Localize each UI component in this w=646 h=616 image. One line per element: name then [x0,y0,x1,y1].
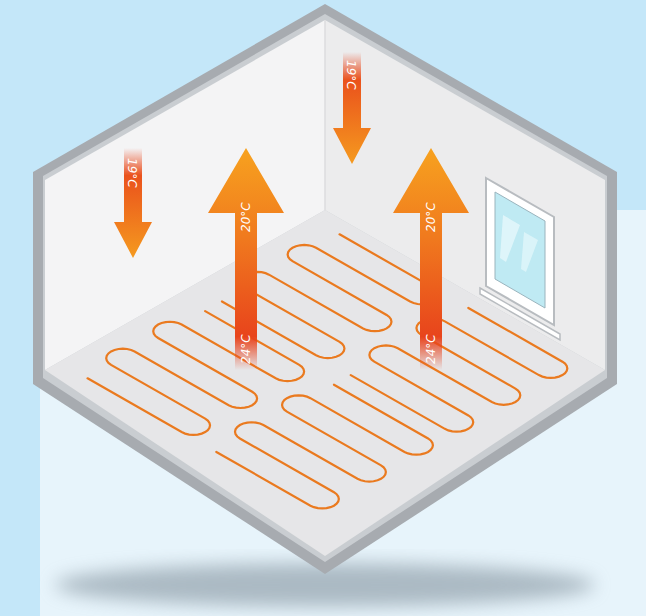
temperature-label: 20°C [239,202,253,232]
warm-arrow [393,148,469,370]
corner-edge [324,20,326,210]
heating-pipes [88,234,568,508]
temperature-label: 24°C [424,334,438,364]
temperature-label: 19°C [344,60,358,90]
temperature-label: 19°C [125,158,139,188]
cool-arrow [333,52,371,164]
temperature-label: 24°C [239,334,253,364]
room-border-inner [43,14,607,562]
warm-arrow [208,148,284,370]
window [480,178,560,340]
pipe-loop [216,385,433,509]
room-border [33,4,617,574]
temperature-label: 20°C [424,202,438,232]
pipe-loop [88,311,305,435]
cool-arrow [114,148,152,258]
